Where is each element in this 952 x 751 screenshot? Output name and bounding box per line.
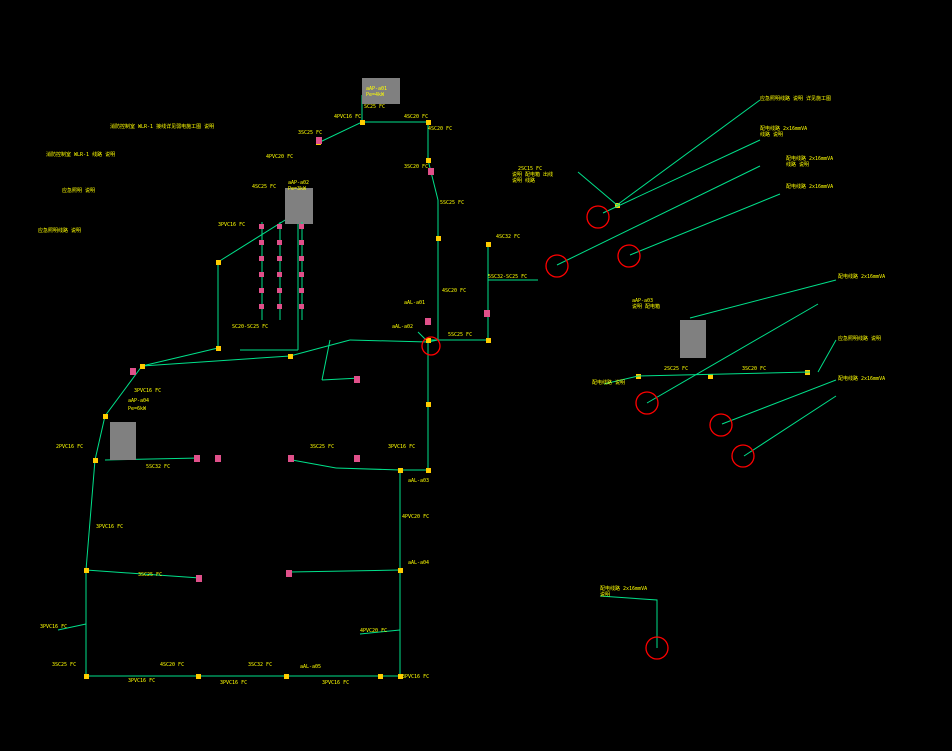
- label-right-d: 4SC32 FC: [496, 234, 520, 240]
- label-bottom-d: aAL-a05: [300, 664, 321, 670]
- label-leg1-a: 2SC15 FC: [518, 166, 542, 172]
- label-note-r7: 配电线路 2x16mmVA: [838, 273, 885, 280]
- label-right-f: aAL-a02: [392, 324, 413, 330]
- panel-boxes: [110, 78, 706, 460]
- panel-box-left: [110, 422, 136, 460]
- label-bottom-a: 3SC25 FC: [52, 662, 76, 668]
- label-note-r2: 配电线路 2x16mmVA: [760, 125, 807, 132]
- label-mid-c: 4PVC20 FC: [266, 154, 293, 160]
- panel-box-right: [680, 320, 706, 358]
- label-bottom-f: 3PVC16 FC: [220, 680, 247, 686]
- diagram-labels: aAP-a01 Pe=4kW SC25 FC 4PVC16 FC 4SC20 F…: [38, 86, 885, 686]
- label-top-l4: 3SC20 FC: [404, 164, 428, 170]
- label-top-sc: SC25 FC: [364, 104, 385, 110]
- label-bottom-e: 3PVC16 FC: [128, 678, 155, 684]
- label-note-r3: 线路 说明: [760, 131, 783, 138]
- label-note-r1: 应急照明线路 说明 详见施工图: [760, 95, 831, 102]
- label-leg2-a: aAP-a03: [632, 298, 653, 304]
- label-bottom-b: 4SC20 FC: [160, 662, 184, 668]
- label-mid-d: 4SC25 FC: [252, 184, 276, 190]
- label-lower-e: 5SC32 FC: [146, 464, 170, 470]
- label-lower-j: aAL-a04: [408, 560, 429, 566]
- label-top-l5: 3SC25 FC: [298, 130, 322, 136]
- label-lower-i: 3PVC16 FC: [96, 524, 123, 530]
- label-right-a: aAL-a01: [404, 300, 425, 306]
- label-lower-g: 3PVC16 FC: [388, 444, 415, 450]
- label-leg2-d: 3SC20 FC: [742, 366, 766, 372]
- label-iso-note2: 说明: [600, 591, 610, 598]
- legend-lines: [556, 99, 837, 648]
- label-lower-b: Pe=6kW: [128, 406, 147, 412]
- label-lower-m: 4PVC20 FC: [360, 628, 387, 634]
- label-lower-k: 4PVC20 FC: [402, 514, 429, 520]
- label-lower-c: 2PVC16 FC: [56, 444, 83, 450]
- circuit-columns: [259, 222, 304, 320]
- label-right-b: 5SC25 FC: [440, 200, 464, 206]
- panel-box-mid: [285, 188, 313, 224]
- label-right-c: 4SC20 FC: [442, 288, 466, 294]
- label-note-r6: 配电线路 2x16mmVA: [786, 183, 833, 190]
- label-note-left-3: 应急照明 说明: [62, 187, 95, 194]
- label-leg2-c: 2SC25 FC: [664, 366, 688, 372]
- label-mid-e: 3PVC16 FC: [218, 222, 245, 228]
- label-note-left-4: 应急照明线路 说明: [38, 227, 81, 234]
- label-top-l2: 4SC20 FC: [404, 114, 428, 120]
- label-iso-note: 配电线路 2x16mmVA: [600, 585, 647, 592]
- label-right-g: 5SC25 FC: [448, 332, 472, 338]
- label-note-r8: 应急照明线路 说明: [838, 335, 881, 342]
- label-note-r9: 配电线路 2x16mmVA: [838, 375, 885, 382]
- label-lower-a: aAP-a04: [128, 398, 149, 404]
- label-bottom-i: 3PVC16 FC: [40, 624, 67, 630]
- label-lower-l: 3SC25 FC: [138, 572, 162, 578]
- label-leg2-e: 配电线路 说明: [592, 379, 625, 386]
- label-leg1-b: 说明 配电箱 出线: [512, 171, 553, 178]
- label-bottom-g: 3PVC16 FC: [322, 680, 349, 686]
- label-lower-d: 3PVC16 FC: [134, 388, 161, 394]
- label-leg1-c: 说明 线路: [512, 177, 535, 184]
- label-bottom-h: 3PVC16 FC: [402, 674, 429, 680]
- label-note-left-2: 消防控制室 WLR-1 线路 说明: [46, 151, 115, 158]
- label-note-left-1: 消防控制室 WLR-1 接线详见弱电施工图 说明: [110, 123, 214, 130]
- label-top-pa: aAP-a01: [366, 86, 387, 92]
- label-note-r5: 线路 说明: [786, 161, 809, 168]
- label-mid-f: SC20-SC25 FC: [232, 324, 268, 330]
- label-lower-f: 3SC25 FC: [310, 444, 334, 450]
- label-leg2-b: 说明 配电箱: [632, 303, 660, 310]
- label-right-e: 5SC32-SC25 FC: [488, 274, 527, 280]
- junction-nodes: [84, 120, 810, 679]
- panel-box-top: [362, 78, 400, 104]
- label-top-pa2: Pe=4kW: [366, 92, 385, 98]
- label-mid-b: Pe=3kW: [288, 186, 307, 192]
- junction-rings: [421, 205, 755, 660]
- label-top-l1: 4PVC16 FC: [334, 114, 361, 120]
- label-top-l3: 4SC20 FC: [428, 126, 452, 132]
- label-lower-h: aAL-a03: [408, 478, 429, 484]
- label-note-r4: 配电线路 2x16mmVA: [786, 155, 833, 162]
- label-mid-a: aAP-a02: [288, 180, 309, 186]
- label-bottom-c: 3SC32 FC: [248, 662, 272, 668]
